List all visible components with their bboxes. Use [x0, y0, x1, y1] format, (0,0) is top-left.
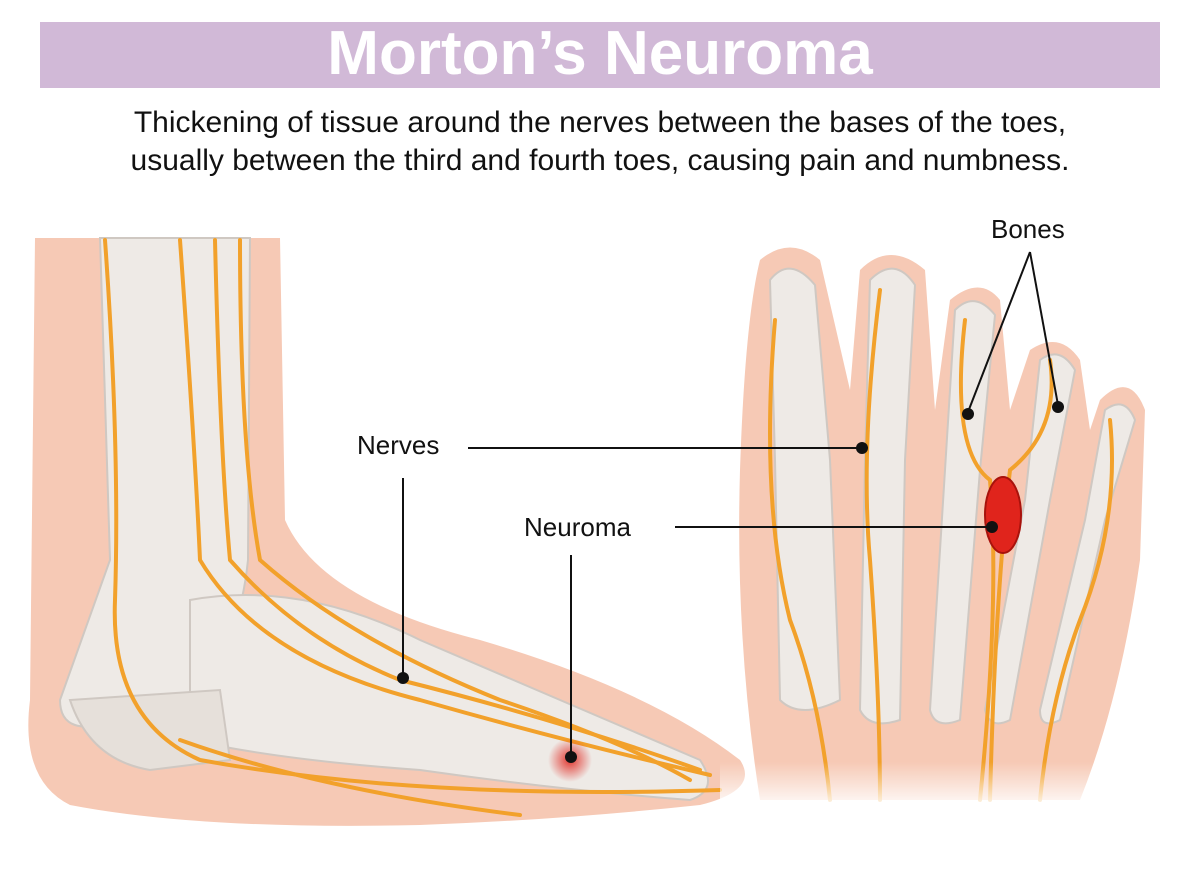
neuroma-top [984, 476, 1022, 554]
label-neuroma: Neuroma [524, 512, 631, 542]
page-title: Morton’s Neuroma [327, 19, 873, 88]
label-nerves: Nerves [357, 430, 440, 460]
description: Thickening of tissue around the nerves b… [0, 104, 1200, 180]
side-view-foot [28, 237, 746, 826]
description-line-1: Thickening of tissue around the nerves b… [133, 106, 1067, 139]
top-view-foot [720, 247, 1180, 810]
leader-dots [397, 401, 1064, 763]
title-banner [40, 22, 1160, 88]
description-line-2: usually between the third and fourth toe… [130, 144, 1070, 177]
leader-lines [402, 251, 1059, 757]
label-bones: Bones [991, 214, 1065, 244]
